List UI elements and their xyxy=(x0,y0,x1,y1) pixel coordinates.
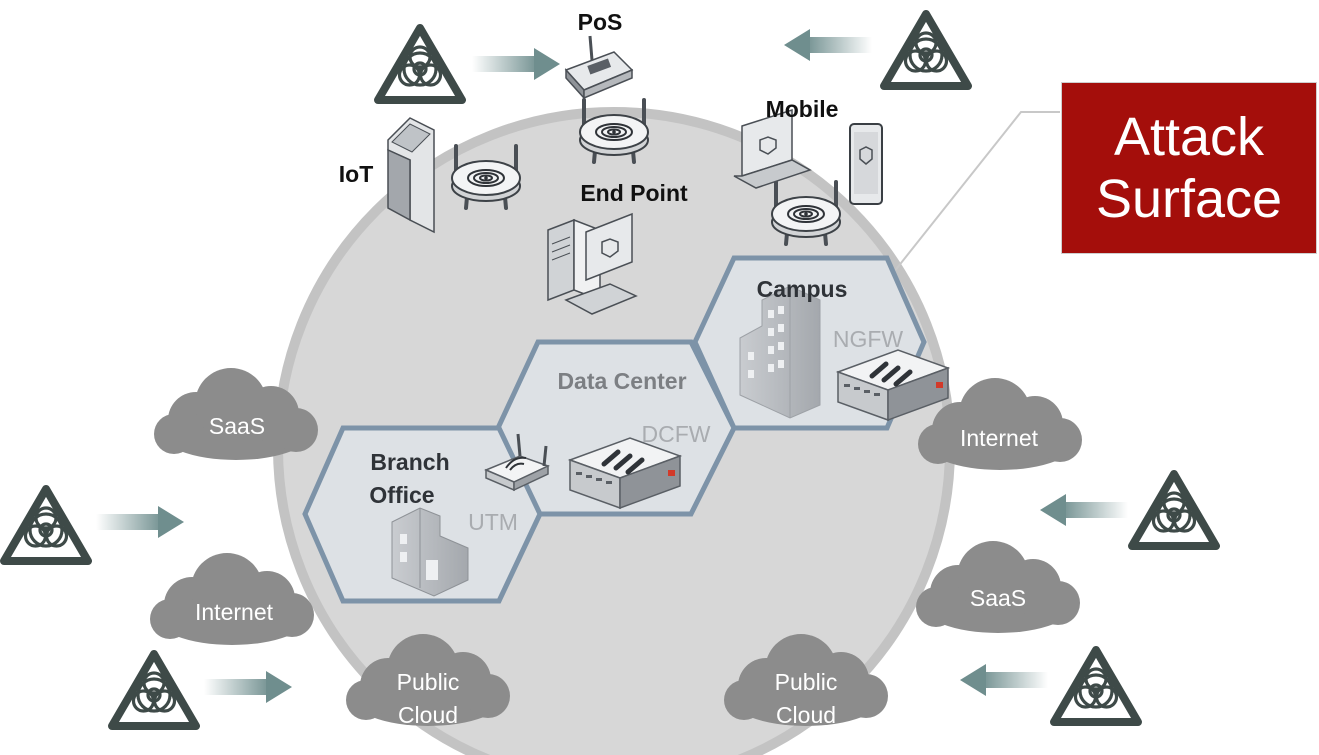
label-campus: Campus xyxy=(757,276,848,302)
biohazard-icon xyxy=(112,654,196,726)
arrow-icon xyxy=(204,671,292,703)
label-branch-office-line2: Office xyxy=(369,482,434,508)
arrow-icon xyxy=(472,48,560,80)
label-iot: IoT xyxy=(339,161,374,187)
arrow-icon xyxy=(1040,494,1128,526)
biohazard-icon xyxy=(884,14,968,86)
label-end-point: End Point xyxy=(580,180,688,206)
callout-line2: Surface xyxy=(1095,169,1283,229)
arrow-icon xyxy=(960,664,1048,696)
label-pos: PoS xyxy=(578,9,623,35)
desktop-computer-icon xyxy=(547,212,638,315)
label-public-cloud-left-line2: Cloud xyxy=(398,702,458,728)
wireless-router-icon xyxy=(484,433,550,492)
arrow-icon xyxy=(784,29,872,61)
laptop-icon xyxy=(733,108,812,189)
callout-line1: Attack xyxy=(1113,107,1265,167)
label-saas-right: SaaS xyxy=(970,585,1026,611)
attack-surface-callout: Attack Surface xyxy=(1061,82,1317,254)
smartphone-icon xyxy=(849,123,883,205)
label-dcfw: DCFW xyxy=(642,421,711,447)
label-utm: UTM xyxy=(468,509,518,535)
biohazard-icon xyxy=(378,28,462,100)
label-public-cloud-left-line1: Public xyxy=(397,669,460,695)
biohazard-icon xyxy=(1132,474,1216,546)
arrow-icon xyxy=(96,506,184,538)
label-internet-left: Internet xyxy=(195,599,274,625)
label-internet-right: Internet xyxy=(960,425,1039,451)
label-ngfw: NGFW xyxy=(833,326,904,352)
kiosk-icon xyxy=(387,117,435,234)
label-data-center: Data Center xyxy=(557,368,686,394)
label-public-cloud-right-line2: Cloud xyxy=(776,702,836,728)
biohazard-icon xyxy=(1054,650,1138,722)
building-icon xyxy=(391,507,469,597)
label-public-cloud-right-line1: Public xyxy=(775,669,838,695)
callout-connector xyxy=(877,111,1060,293)
building-icon xyxy=(739,285,821,419)
label-mobile: Mobile xyxy=(766,96,839,122)
biohazard-icon xyxy=(4,489,88,561)
pos-terminal-icon xyxy=(564,35,634,100)
label-saas-left: SaaS xyxy=(209,413,265,439)
label-branch-office-line1: Branch xyxy=(370,449,449,475)
